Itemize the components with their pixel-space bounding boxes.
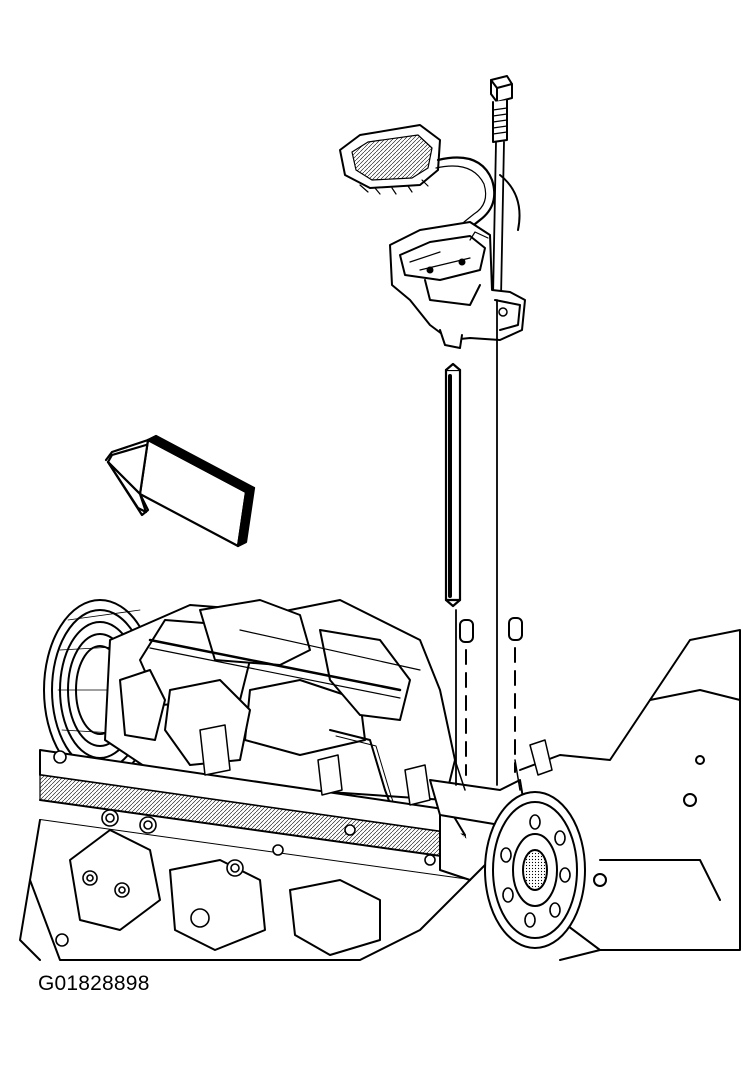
oil-pump-bolt xyxy=(490,75,513,299)
pickup-screen xyxy=(339,124,521,231)
block-bolt-holes xyxy=(53,750,436,947)
pump-drive-shaft xyxy=(444,362,462,608)
engine-block xyxy=(19,599,741,961)
oil-pump xyxy=(389,221,526,349)
figure-id-label: G01828898 xyxy=(38,972,150,995)
arrow-left-up-icon xyxy=(104,434,256,548)
alignment-dowels xyxy=(455,299,523,786)
flexplate xyxy=(484,791,586,949)
